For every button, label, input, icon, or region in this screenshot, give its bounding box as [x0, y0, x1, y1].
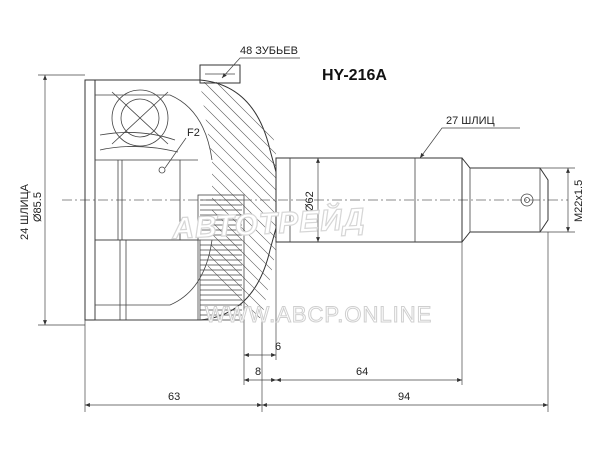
watermark-brand: АВТОТРЕЙД [170, 201, 366, 246]
f2-callout: F2 [187, 127, 200, 139]
teeth-label: 48 ЗУБЬЕВ [240, 45, 298, 57]
outer-diameter-label: Ø85.5 [32, 192, 44, 222]
thread-label: M22x1.5 [573, 180, 585, 222]
shaft [275, 157, 549, 243]
dim-64: 64 [356, 366, 368, 378]
dim-8: 8 [255, 366, 261, 378]
inner-splines-label: 24 ШЛИЦА [19, 183, 31, 240]
part-number: HY-216A [322, 67, 387, 84]
abs-ring [197, 64, 245, 321]
dim-94: 94 [398, 391, 410, 403]
dim-6: 6 [275, 341, 281, 353]
watermark-site: WWW.ABCP.ONLINE [205, 302, 432, 327]
outer-splines-label: 27 ШЛИЦ [446, 115, 495, 127]
dimensions [38, 57, 575, 412]
shaft-diameter-label: Ø62 [304, 191, 316, 212]
dim-63: 63 [168, 391, 180, 403]
